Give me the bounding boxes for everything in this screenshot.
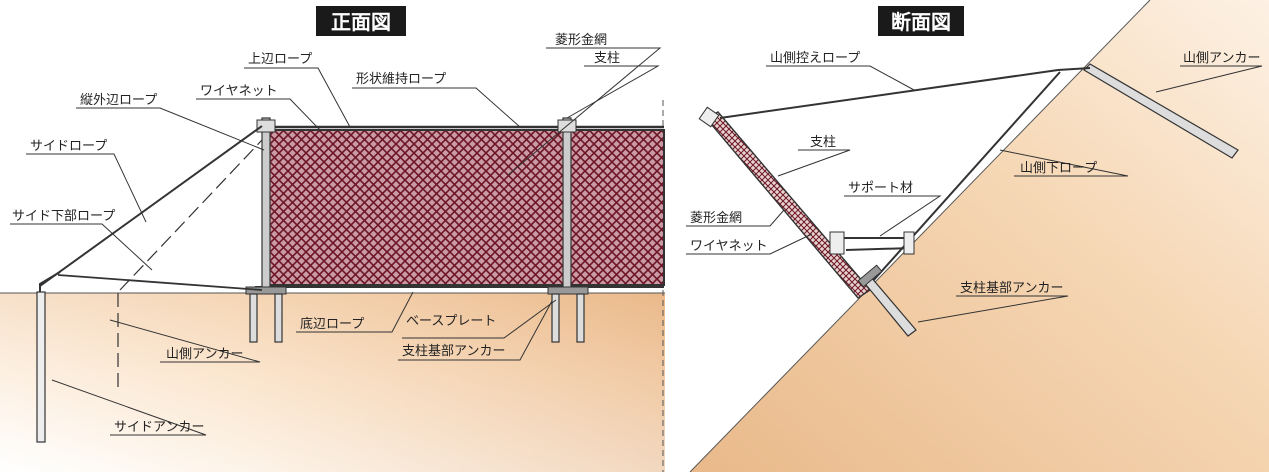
label-side-rope: サイドロープ	[30, 139, 107, 154]
label-section-mountain-side-anchor: 山側アンカー	[1183, 51, 1260, 66]
section-view: 断面図 山側控えロープ 山側アンカー 支柱 サポート材 山側下ロープ 菱形金網 …	[686, 0, 1269, 472]
base-plate-right	[547, 286, 589, 295]
side-lower-rope	[57, 274, 263, 291]
mountain-lower-rope	[871, 71, 1061, 283]
label-side-lower-rope: サイド下部ロープ	[12, 209, 115, 224]
front-post-left	[261, 117, 271, 291]
label-mountain-side-stay-rope: 山側控えロープ	[770, 51, 860, 66]
label-post: 支柱	[594, 51, 620, 66]
post-base-anchors	[249, 293, 585, 343]
front-title: 正面図	[331, 10, 391, 34]
label-section-diamond-wire-mesh: 菱形金網	[690, 210, 742, 226]
label-mountain-side-lower-rope: 山側下ロープ	[1020, 161, 1097, 176]
section-post	[704, 111, 872, 299]
label-section-post: 支柱	[810, 135, 836, 150]
section-slope-line	[689, 0, 1151, 472]
label-wire-net: ワイヤネット	[200, 84, 278, 99]
label-section-post-base-anchor: 支柱基部アンカー	[960, 281, 1063, 296]
section-slope	[690, 0, 1269, 472]
base-plate-left	[245, 286, 287, 295]
front-title-box	[316, 6, 406, 36]
section-leader-lines	[686, 65, 1263, 323]
front-leader-lines	[10, 47, 662, 436]
label-bottom-edge-rope: 底辺ロープ	[300, 316, 364, 332]
side-anchor	[36, 291, 46, 443]
label-base-plate: ベースプレート	[406, 314, 496, 329]
label-shape-keeping-rope: 形状維持ロープ	[356, 72, 446, 87]
front-view: 正面図 上辺ロープ 菱形金網 形状維持ロープ 支柱 ワイヤネット 縦外辺ロープ …	[0, 6, 665, 472]
section-title-box	[878, 6, 964, 36]
section-mountain-anchor	[1083, 63, 1239, 159]
label-mountain-side-anchor: 山側アンカー	[166, 347, 243, 362]
section-title: 断面図	[891, 10, 951, 34]
label-diamond-wire-mesh: 菱形金網	[555, 32, 607, 48]
mountain-stay-rope	[719, 69, 1059, 119]
label-side-anchor: サイドアンカー	[114, 420, 204, 435]
label-post-base-anchor: 支柱基部アンカー	[402, 344, 505, 359]
label-top-edge-rope: 上辺ロープ	[248, 52, 312, 67]
side-rope	[39, 125, 263, 287]
label-section-wire-net: ワイヤネット	[690, 239, 768, 254]
front-diamond-mesh	[266, 130, 664, 285]
front-post-right	[562, 117, 572, 291]
label-vertical-outer-edge-rope: 縦外辺ロープ	[80, 93, 157, 108]
label-support-member: サポート材	[848, 181, 913, 196]
